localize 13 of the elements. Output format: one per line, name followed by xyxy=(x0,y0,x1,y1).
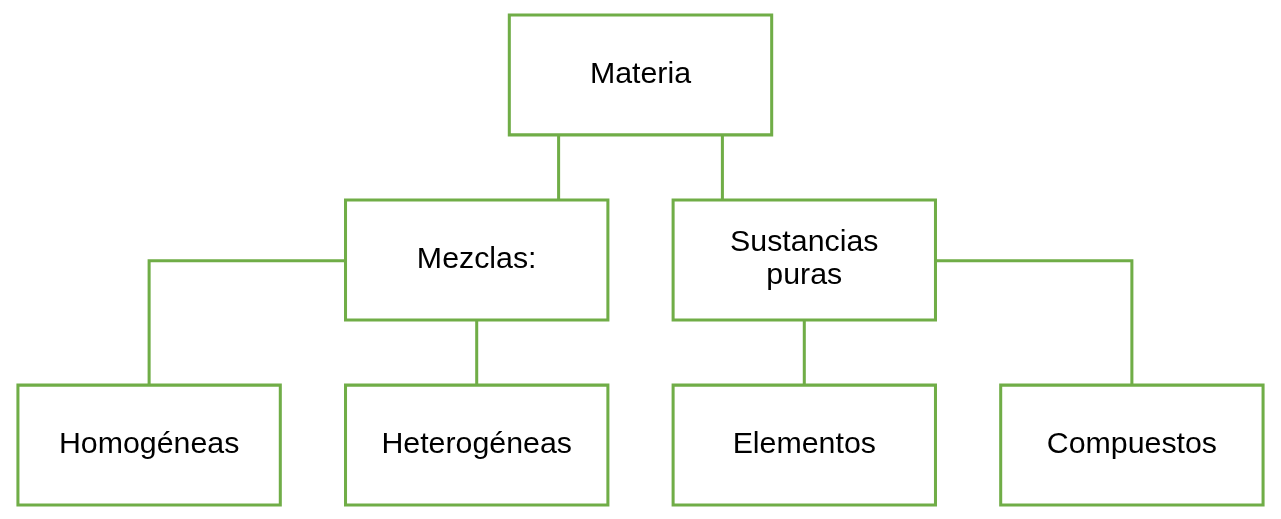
connector xyxy=(802,319,806,385)
node-box: Mezclas: xyxy=(344,198,610,321)
connector xyxy=(935,258,1134,385)
connector xyxy=(475,319,479,385)
node-box: Elementos xyxy=(671,383,937,506)
node-box: Sustancias puras xyxy=(671,198,937,321)
connector xyxy=(557,134,561,200)
connector xyxy=(147,258,346,385)
connector xyxy=(720,134,724,200)
node-box: Compuestos xyxy=(999,383,1265,506)
node-box: Heterogéneas xyxy=(344,383,610,506)
node-box: Homogéneas xyxy=(16,383,282,506)
node-box: Materia xyxy=(507,13,774,136)
